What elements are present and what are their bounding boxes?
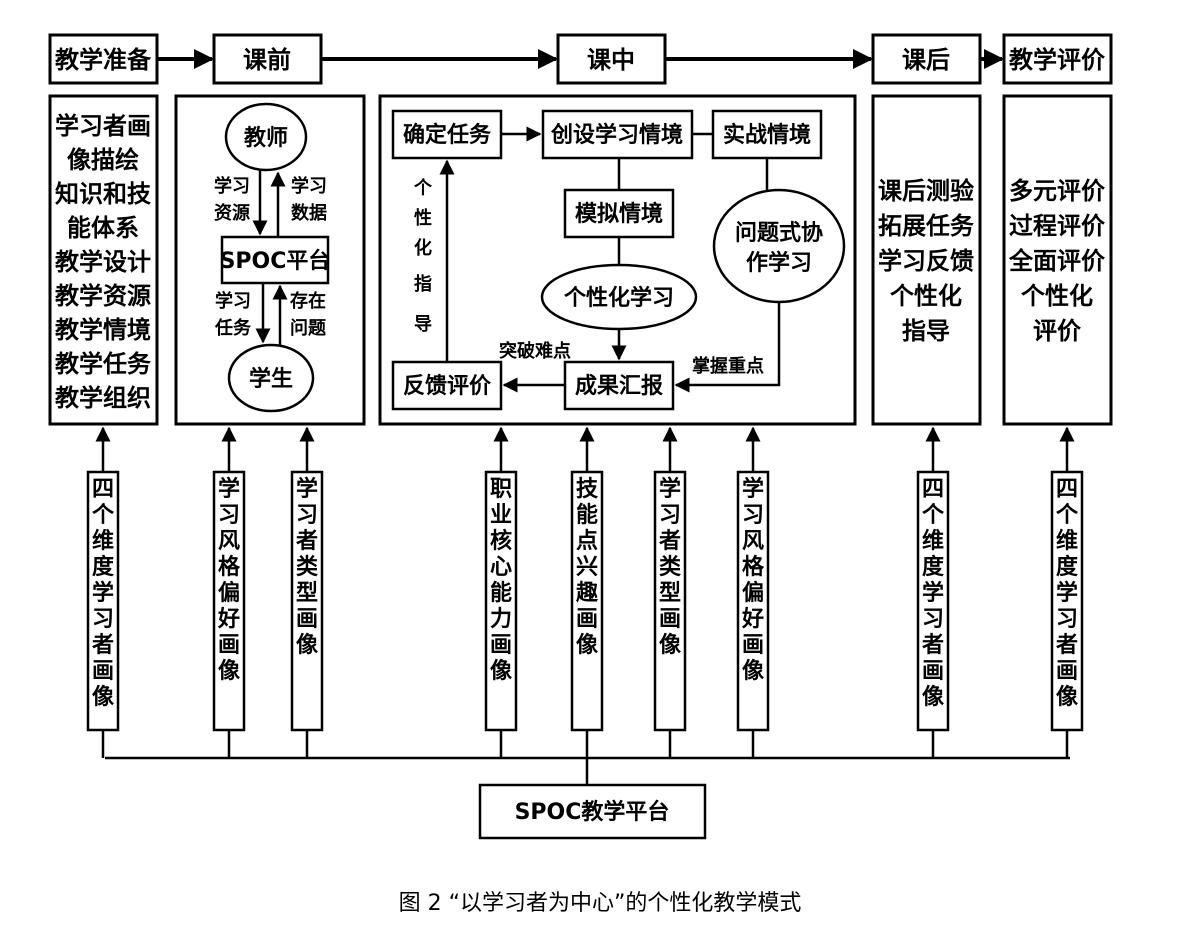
after-class-panel-box [871, 94, 982, 426]
label-learning-resources: 学习 [214, 175, 250, 197]
portrait-label: 学习者类型画像 [295, 476, 319, 658]
after-class-item: 学习反馈 [878, 247, 974, 275]
label-learning-tasks: 学习 [215, 290, 251, 312]
teacher-label: 教师 [244, 125, 288, 151]
prep-item: 教学任务 [55, 350, 152, 378]
personalized-guidance-label: 导 [414, 314, 432, 335]
evaluation-item: 多元评价 [1009, 177, 1106, 205]
portrait-label: 职业核心能力画像 [490, 477, 513, 684]
personalized-guidance-label: 性 [414, 207, 432, 229]
feedback-eval-label: 反馈评价 [403, 373, 492, 399]
phase-box-pre-class [212, 33, 323, 85]
create-scenario-node [541, 109, 694, 160]
phase-box-evaluation [1002, 33, 1113, 85]
portrait-box [212, 470, 246, 732]
results-report-node [563, 360, 675, 411]
phase-label-evaluation: 教学评价 [1009, 46, 1106, 74]
portrait-box [1050, 470, 1084, 732]
personalized-guidance-label: 化 [414, 237, 432, 259]
figure-caption: 图 2 “以学习者为中心”的个性化教学模式 [399, 891, 802, 916]
results-report-label: 成果汇报 [575, 374, 663, 399]
evaluation-panel-box [1002, 94, 1113, 426]
real-scenario-label: 实战情境 [723, 122, 811, 148]
portrait-box [86, 470, 120, 732]
personalized-learning-label: 个性化学习 [564, 285, 674, 311]
create-scenario-label: 创设学习情境 [550, 122, 683, 148]
spoc-teaching-platform-label: SPOC教学平台 [515, 799, 670, 825]
evaluation-item: 评价 [1033, 317, 1082, 345]
breakthrough-label: 突破难点 [499, 340, 571, 362]
spoc-platform-label: SPOC平台 [220, 248, 331, 274]
prep-item: 学习者画 [55, 112, 151, 140]
after-class-item: 个性化 [890, 282, 962, 310]
portrait-box [653, 470, 687, 732]
after-class-item: 指导 [902, 317, 950, 345]
problem-collab-node [712, 188, 846, 304]
personalized-guidance-label: 个 [413, 177, 433, 199]
phase-row: 教学准备 课前 课中 课后 教学评价 [48, 33, 1113, 85]
pre-class-panel: 教师 SPOC平台 学生 学习 资源 学习 数据 学习 任务 存在 问题 [174, 94, 366, 426]
spoc-platform-node [220, 235, 330, 285]
problem-collab-label: 作学习 [746, 250, 812, 276]
label-existing-problems: 问题 [290, 318, 327, 339]
label-learning-data: 学习 [291, 175, 327, 197]
student-node [227, 343, 315, 413]
phase-box-in-class [556, 33, 667, 85]
portrait-box [290, 470, 324, 732]
bottom-platform: SPOC教学平台 [105, 756, 1070, 840]
problem-collab-label: 问题式协 [735, 221, 823, 246]
student-label: 学生 [249, 366, 293, 392]
evaluation-item: 过程评价 [1009, 212, 1106, 240]
prep-item: 知识和技 [55, 180, 152, 208]
phase-label-prep: 教学准备 [55, 46, 152, 74]
spoc-teaching-platform-box [478, 783, 707, 840]
portrait-box [736, 470, 770, 732]
teacher-node [224, 102, 308, 172]
personalized-guidance-label: 指 [414, 273, 432, 295]
prep-panel-box [48, 94, 159, 426]
portrait-label: 四个维度学习者画像 [91, 477, 115, 710]
prep-panel: 学习者画 像描绘 知识和技 能体系 教学设计 教学资源 教学情境 教学任务 教学… [48, 94, 159, 426]
phase-label-after-class: 课后 [902, 46, 950, 74]
after-class-item: 拓展任务 [878, 212, 975, 240]
portrait-label: 四个维度学习者画像 [1055, 477, 1079, 710]
label-existing-problems: 存在 [290, 290, 326, 312]
portrait-label: 学习风格偏好画像 [217, 476, 241, 684]
prep-item: 教学设计 [55, 248, 151, 276]
label-learning-resources: 资源 [214, 202, 250, 224]
simulated-scenario-label: 模拟情境 [575, 201, 663, 227]
evaluation-panel: 多元评价 过程评价 全面评价 个性化 评价 [1002, 94, 1113, 426]
prep-item: 像描绘 [67, 146, 139, 174]
prep-item: 能体系 [67, 214, 139, 242]
portrait-label: 四个维度学习者画像 [921, 477, 945, 710]
in-class-panel: 确定任务 创设学习情境 实战情境 模拟情境 个性化学习 问题式协 作学习 反馈评… [378, 94, 857, 426]
phase-label-pre-class: 课前 [243, 46, 291, 74]
arrow-problem-to-report [674, 302, 781, 393]
prep-item: 教学情境 [55, 316, 151, 344]
portrait-box [916, 470, 950, 732]
portrait-box [570, 470, 604, 732]
portrait-columns: 四个维度学习者画像 学习风格偏好画像 学习者类型画像 职业核心能力画像 技能点兴趣画像 学… [86, 426, 1084, 758]
master-key-label: 掌握重点 [692, 355, 764, 377]
label-learning-tasks: 任务 [214, 317, 252, 339]
portrait-label: 技能点兴趣画像 [575, 477, 599, 658]
after-class-item: 课后测验 [878, 177, 974, 205]
phase-box-prep [48, 33, 159, 85]
portrait-label: 学习风格偏好画像 [741, 476, 765, 684]
label-learning-data: 数据 [291, 202, 327, 224]
prep-item: 教学资源 [55, 282, 151, 310]
evaluation-item: 个性化 [1021, 282, 1093, 310]
phase-label-in-class: 课中 [587, 46, 635, 74]
define-task-label: 确定任务 [403, 122, 492, 148]
portrait-label: 学习者类型画像 [658, 476, 682, 658]
evaluation-item: 全面评价 [1008, 247, 1106, 275]
prep-item: 教学组织 [55, 384, 151, 412]
after-class-panel: 课后测验 拓展任务 学习反馈 个性化 指导 [871, 94, 982, 426]
portrait-box [484, 470, 518, 732]
